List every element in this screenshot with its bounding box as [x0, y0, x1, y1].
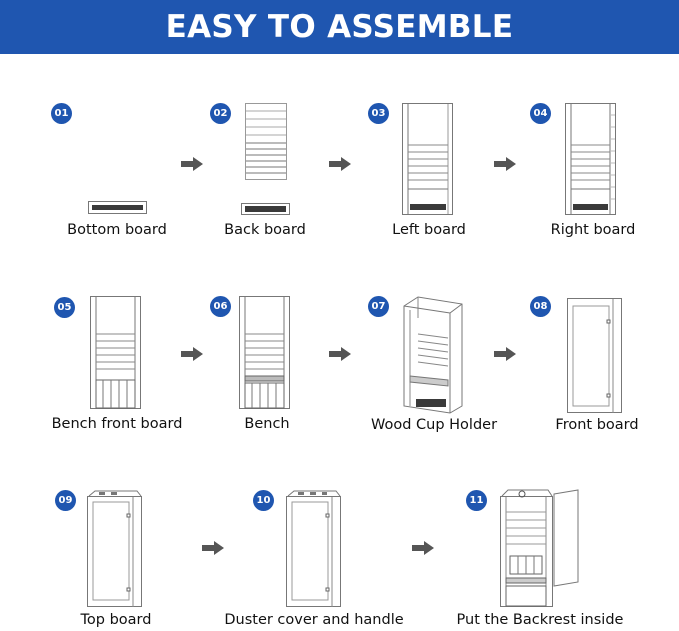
step-label: Right board: [550, 222, 636, 238]
step-label: Left board: [392, 222, 466, 238]
arrow-right-icon: [329, 157, 351, 171]
step-number-badge: 04: [530, 103, 551, 124]
step-label: Bench: [244, 416, 290, 432]
step-number-badge: 06: [210, 296, 231, 317]
arrow-right-icon: [181, 157, 203, 171]
step-number-badge: 07: [368, 296, 389, 317]
step-number-badge: 08: [530, 296, 551, 317]
step-number-badge: 03: [368, 103, 389, 124]
step-number-badge: 10: [253, 490, 274, 511]
step-number-badge: 11: [466, 490, 487, 511]
step-number-badge: 01: [51, 103, 72, 124]
step-number-badge: 02: [210, 103, 231, 124]
step-label: Bench front board: [51, 416, 183, 432]
bench-illustration: [239, 296, 291, 410]
arrow-right-icon: [412, 541, 434, 555]
bench-front-board-illustration: [90, 296, 142, 410]
arrow-right-icon: [494, 157, 516, 171]
right-board-illustration: [565, 103, 617, 215]
step-label: Top board: [80, 612, 152, 628]
arrow-right-icon: [494, 347, 516, 361]
bottom-board-illustration: [88, 201, 148, 215]
step-label: Front board: [555, 417, 639, 433]
backrest-illustration: [500, 486, 582, 608]
step-label: Duster cover and handle: [224, 612, 404, 628]
wood-cup-holder-illustration: [402, 296, 464, 414]
step-label: Put the Backrest inside: [456, 612, 624, 628]
front-board-illustration: [567, 298, 623, 414]
step-label: Bottom board: [67, 222, 167, 238]
arrow-right-icon: [181, 347, 203, 361]
left-board-illustration: [402, 103, 454, 215]
back-board-illustration: [241, 103, 291, 215]
top-board-illustration: [87, 490, 143, 608]
arrow-right-icon: [202, 541, 224, 555]
step-number-badge: 09: [55, 490, 76, 511]
arrow-right-icon: [329, 347, 351, 361]
step-number-badge: 05: [54, 297, 75, 318]
duster-cover-illustration: [286, 490, 342, 608]
step-label: Back board: [224, 222, 306, 238]
page-title: EASY TO ASSEMBLE: [165, 9, 514, 45]
step-label: Wood Cup Holder: [370, 417, 498, 433]
header-banner: EASY TO ASSEMBLE: [0, 0, 679, 54]
